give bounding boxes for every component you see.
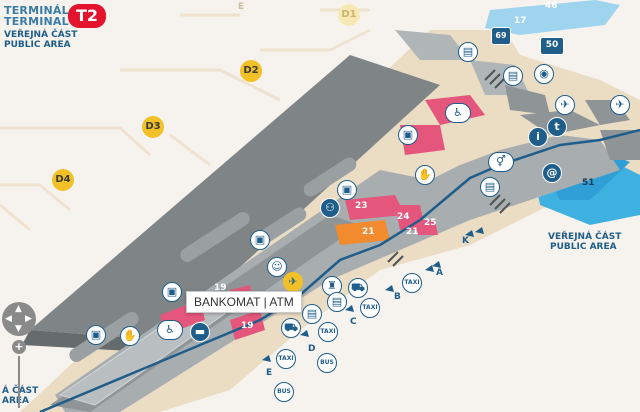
bus-icon-b[interactable]: BUS [274,382,294,402]
zoom-track[interactable] [18,356,20,408]
atm-icon[interactable]: ▬ [190,322,210,342]
room-24: 24 [397,212,410,222]
public-area-en-left: AREA [2,396,30,406]
eye-icon[interactable]: ◉ [534,64,554,84]
transport-icon[interactable]: t [547,117,567,137]
public-area-en-right: PUBLIC AREA [550,242,617,252]
road-arrows [262,227,484,362]
public-area-cz-top: VEŘEJNÁ ČÁST [4,30,78,40]
elevator-icon[interactable]: ▤ [458,42,478,62]
bus-icon-a[interactable]: BUS [317,353,337,373]
baggage-icon-4[interactable]: ▣ [162,282,182,302]
gate-d3[interactable]: D3 [142,116,164,138]
info-icon[interactable]: i [528,127,548,147]
taxi-icon-b[interactable]: TAXI [360,298,380,318]
room-25: 25 [424,218,437,228]
room-19-b: 19 [241,321,254,331]
gate-d2[interactable]: D2 [240,60,262,82]
route-line [39,128,640,412]
toilets-icon[interactable]: ⚥ [488,152,514,172]
room-23: 23 [355,201,368,211]
elevator-icon-3[interactable]: ▤ [480,177,500,197]
luggage-icon[interactable]: ▣ [398,125,418,145]
room-21-a: 21 [362,227,375,237]
gate-d1[interactable]: D1 [338,4,360,26]
public-area-cz-left: Á ČÁST [2,386,39,396]
security-check-icon[interactable]: ⚇ [320,198,340,218]
pier-building [30,55,440,340]
zoom-control[interactable]: + [12,340,26,408]
car-rental-icon[interactable]: ⛟ [348,278,368,298]
taxi-icon-a[interactable]: TAXI [402,273,422,293]
zoom-plus-icon[interactable]: + [12,340,26,354]
public-zone-top [485,0,620,35]
departure-icon[interactable]: ✈ [555,95,575,115]
stop-b: B [394,292,401,302]
pan-left-icon[interactable]: ◀ [5,314,12,324]
stop-c: C [350,317,357,327]
public-area-cz-right: VEŘEJNÁ ČÁST [548,232,622,242]
stop-a: A [436,268,443,278]
room-19-a: 19 [214,283,227,293]
internet-icon[interactable]: @ [542,163,562,183]
terminal-label-en: TERMINAL 2 [4,15,81,28]
concourse-block [55,135,620,412]
taxi-icon-c[interactable]: TAXI [318,322,338,342]
passport-control-icon[interactable]: ☺ [267,257,287,277]
gate-pods [69,157,357,362]
terminal-label-cz: TERMINÁL 2 [4,4,81,17]
terminal-badge: T2 [68,4,106,28]
elevator-icon-2[interactable]: ▤ [503,66,523,86]
stop-e: E [266,368,273,378]
arrival-icon[interactable]: ✈ [610,95,630,115]
room-21-b: 21 [406,227,419,237]
gate-d4[interactable]: D4 [52,169,74,191]
atm-tooltip: BANKOMAT | ATM [186,291,302,313]
baggage-icon-3[interactable]: ▣ [250,230,270,250]
taxi-icon-d[interactable]: TAXI [276,349,296,369]
room-17: 17 [514,16,527,26]
stop-d: D [308,344,316,354]
pan-up-icon[interactable]: ▲ [15,304,22,314]
room-69[interactable]: 69 [491,27,511,45]
elevator-icon-5[interactable]: ▤ [302,304,322,324]
pan-down-icon[interactable]: ▼ [15,324,22,334]
stop-k: K [462,236,469,246]
baggage-icon-5[interactable]: ▣ [86,325,106,345]
pan-right-icon[interactable]: ▶ [25,314,32,324]
hand-icon-2[interactable]: ✋ [120,326,140,346]
gate-e-faded: E [238,2,245,12]
room-46: 46 [545,1,558,11]
room-51: 51 [582,178,595,188]
hand-icon[interactable]: ✋ [415,165,435,185]
room-50[interactable]: 50 [540,37,564,55]
accessible-toilets-icon[interactable]: ♿ [445,103,471,123]
pan-control[interactable]: ▲ ▼ ◀ ▶ [2,302,36,336]
public-area-en-top: PUBLIC AREA [4,40,71,50]
elevator-icon-4[interactable]: ▤ [327,292,347,312]
flight-info-icon[interactable]: ✈ [283,272,303,292]
escalators [387,69,511,267]
baggage-icon-2[interactable]: ▣ [337,180,357,200]
toilets-icon-2[interactable]: ♿ [157,320,183,340]
car-icon[interactable]: ⛟ [281,318,301,338]
